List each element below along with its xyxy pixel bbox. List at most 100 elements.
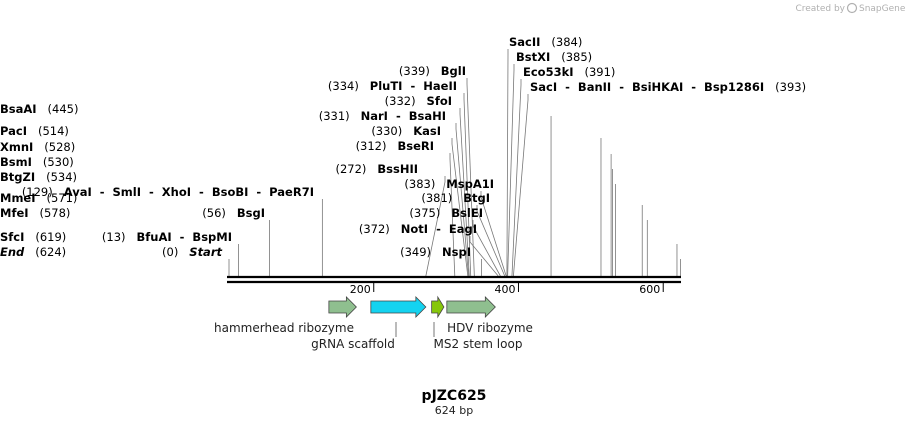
site-position: (385) (550, 50, 592, 64)
site-position: (13) (102, 230, 137, 244)
site-position: (381) (421, 191, 463, 205)
enzyme-name: BtgZI (0, 170, 35, 184)
site-leader-line (425, 176, 446, 277)
map-length: 624 bp (435, 404, 473, 417)
site-leader-line (451, 138, 469, 277)
enzyme-name: NspI (442, 245, 471, 259)
site-position: (393) (764, 80, 806, 94)
site-label: MmeI (571) (0, 191, 77, 205)
site-label: (129) AvaI - SmlI - XhoI - BsoBI - PaeR7… (22, 185, 314, 199)
enzyme-name: - XhoI (141, 185, 191, 199)
site-label: (334) PluTI - HaeII (328, 79, 457, 93)
site-label: SacI - BanII - BsiHKAI - Bsp1286I (393) (530, 80, 806, 94)
site-label: (312) BseRI (356, 139, 434, 153)
site-leader-line (463, 93, 472, 277)
enzyme-name: - PaeR7I (248, 185, 314, 199)
site-position: (391) (574, 65, 616, 79)
site-label: (0) Start (162, 245, 222, 259)
site-leader-line (466, 78, 475, 277)
site-position: (331) (319, 109, 361, 123)
site-label: SfcI (619) (0, 230, 66, 244)
site-leader-line (476, 205, 506, 277)
site-label: (330) KasI (371, 124, 441, 138)
enzyme-name: - SmlI (92, 185, 141, 199)
enzyme-name: MmeI (0, 191, 36, 205)
enzyme-name: BtgI (463, 191, 490, 205)
site-leader-line (507, 64, 515, 277)
feature-arrow (328, 296, 357, 318)
site-label: (332) SfoI (385, 94, 452, 108)
snapgene-watermark: Created by SnapGene (795, 2, 906, 14)
site-position: (528) (33, 140, 75, 154)
enzyme-name: BslEI (451, 206, 483, 220)
site-position: (384) (540, 35, 582, 49)
site-label: BsmI (530) (0, 155, 74, 169)
feature-arrow (431, 295, 445, 319)
site-label: (56) BsgI (202, 206, 265, 220)
site-position: (571) (36, 191, 78, 205)
enzyme-name: - BsoBI (191, 185, 248, 199)
enzyme-name: - BsaHI (388, 109, 446, 123)
enzyme-name: - EagI (428, 222, 477, 236)
site-label: (331) NarI - BsaHI (319, 109, 446, 123)
site-label: XmnI (528) (0, 140, 75, 154)
site-position: (619) (24, 230, 66, 244)
site-label: (381) BtgI (421, 191, 490, 205)
site-leader-line (480, 191, 507, 277)
site-leader-line (511, 79, 522, 277)
site-label: PacI (514) (0, 124, 69, 138)
site-label: MfeI (578) (0, 206, 70, 220)
site-position: (56) (202, 206, 237, 220)
enzyme-name: NarI (361, 109, 388, 123)
feature-arrow (446, 296, 496, 318)
site-labels: (0) Start(13) BfuAI - BspMI(56) BsgI(129… (0, 35, 806, 259)
enzyme-name: BstXI (516, 50, 550, 64)
feature-label: gRNA scaffold (311, 337, 395, 351)
ruler-tick-label: 600 (639, 283, 660, 296)
enzyme-name: MspA1I (446, 177, 494, 191)
enzyme-name: BglI (441, 64, 466, 78)
site-position: (129) (22, 185, 64, 199)
site-position: (578) (29, 206, 71, 220)
site-position: (534) (35, 170, 77, 184)
site-leader-line (459, 108, 470, 277)
ruler-tick-label: 400 (494, 283, 515, 296)
site-label: SacII (384) (509, 35, 582, 49)
sequence-backbone (227, 275, 681, 284)
enzyme-name: Eco53kI (523, 65, 574, 79)
enzyme-name: Start (189, 245, 222, 259)
enzyme-name: - BanII (557, 80, 611, 94)
site-leader-lines (228, 49, 681, 277)
enzyme-name: - BsiHKAI (611, 80, 683, 94)
site-position: (514) (27, 124, 69, 138)
site-label: Eco53kI (391) (523, 65, 615, 79)
enzyme-name: PacI (0, 124, 27, 138)
site-label: (349) NspI (400, 245, 471, 259)
map-title: pJZC625 (422, 388, 487, 404)
enzyme-name: SfoI (427, 94, 452, 108)
enzyme-name: NotI (401, 222, 428, 236)
site-leader-line (472, 220, 501, 277)
site-leader-line (469, 236, 499, 277)
site-position: (312) (356, 139, 398, 153)
site-label: BtgZI (534) (0, 170, 77, 184)
site-position: (332) (385, 94, 427, 108)
feature-arrow (370, 296, 427, 318)
site-position: (375) (409, 206, 451, 220)
site-position: (334) (328, 79, 370, 93)
site-leader-line (449, 153, 456, 277)
enzyme-name: AvaI (64, 185, 92, 199)
enzyme-name: BsmI (0, 155, 32, 169)
site-label: (383) MspA1I (404, 177, 494, 191)
enzyme-name: PluTI (370, 79, 403, 93)
site-leader-line (506, 49, 509, 277)
site-position: (349) (400, 245, 442, 259)
feature-label: hammerhead ribozyme (214, 321, 354, 335)
snapgene-brand: SnapGene (859, 4, 906, 14)
enzyme-name: BssHII (377, 162, 418, 176)
site-position: (0) (162, 245, 189, 259)
created-by-text: Created by (795, 4, 845, 14)
enzyme-name: MfeI (0, 206, 29, 220)
